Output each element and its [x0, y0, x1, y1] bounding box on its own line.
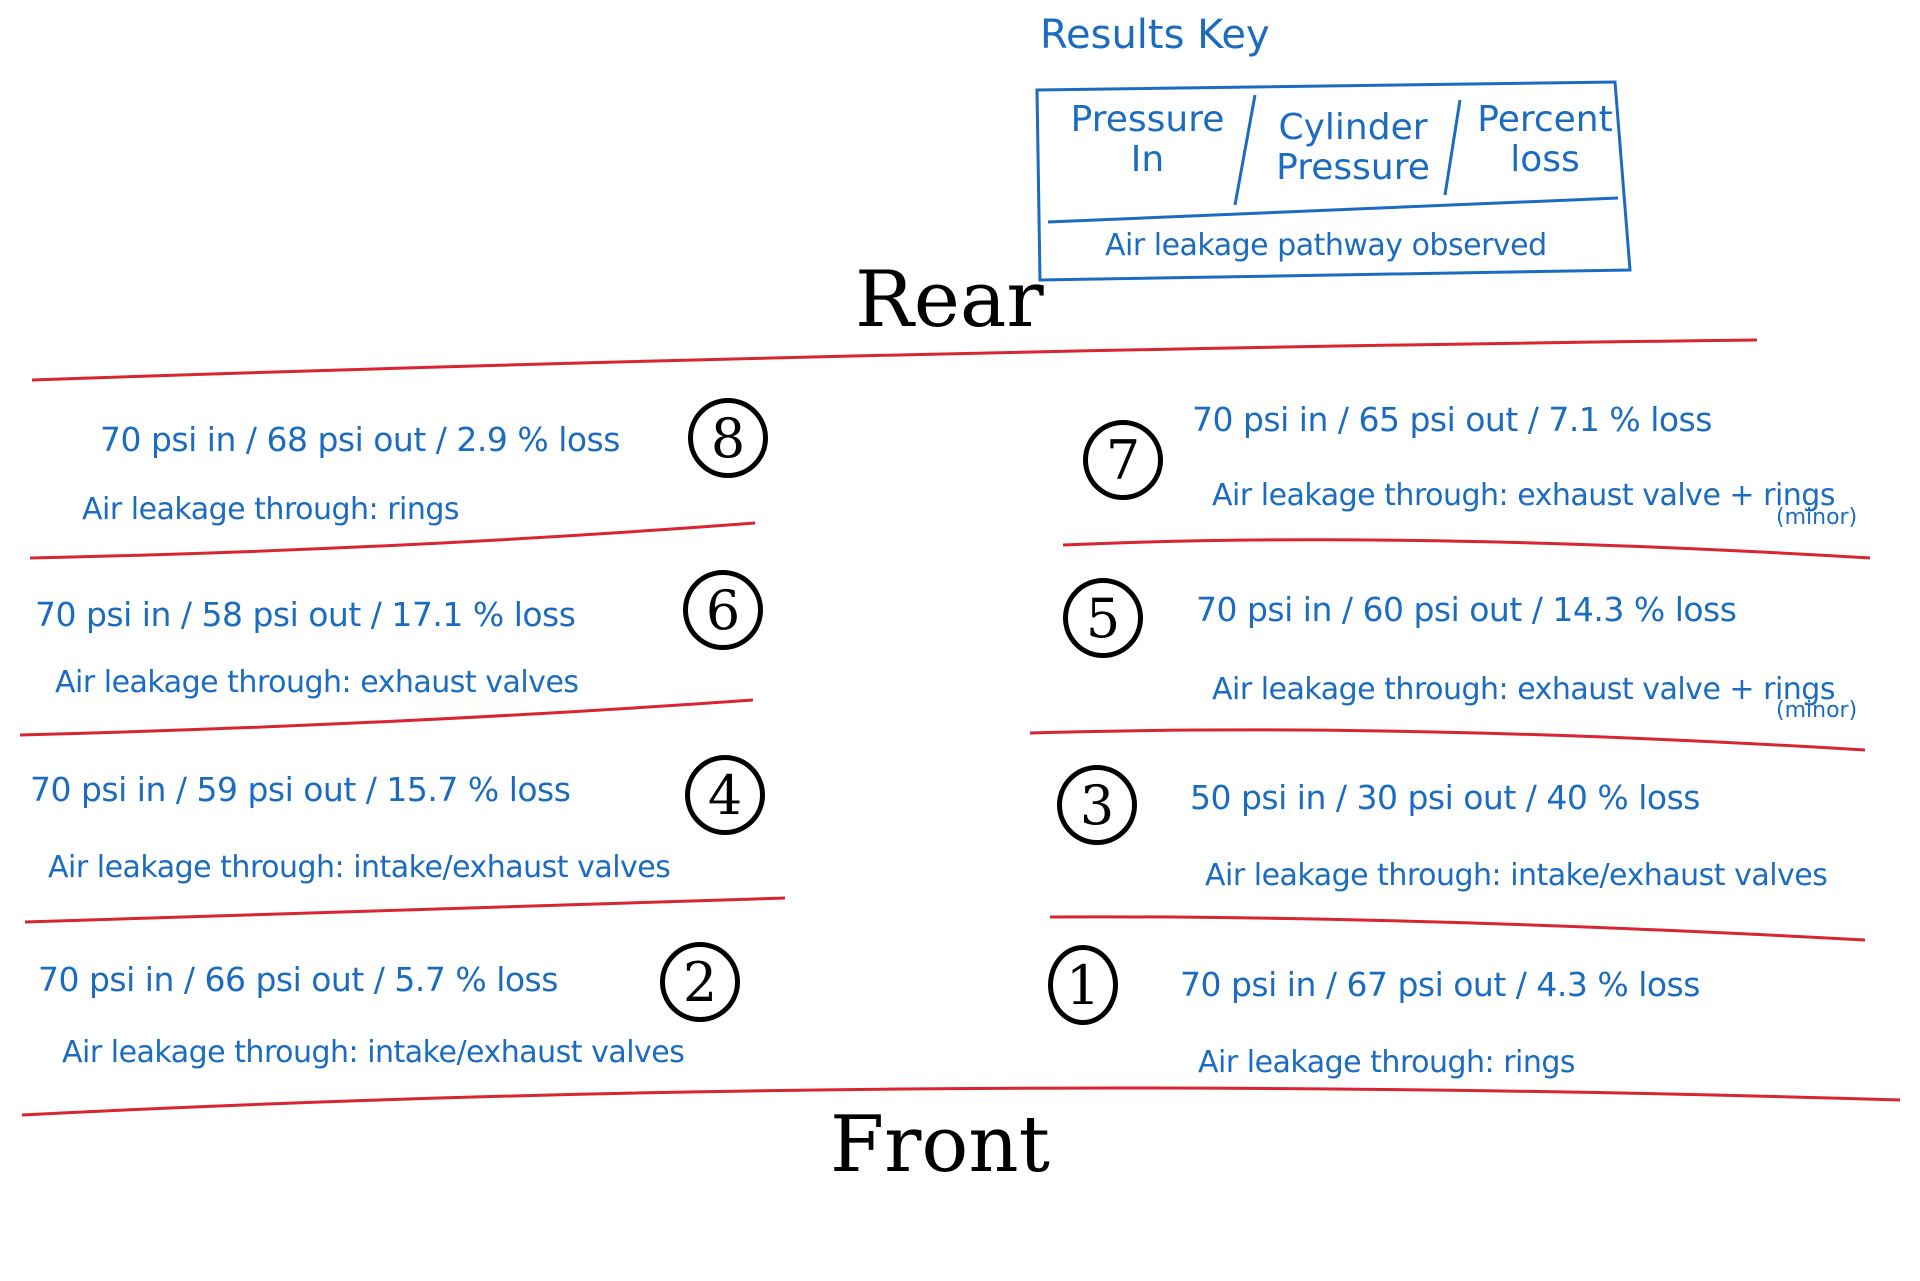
cylinder-3-reading: 50 psi in / 30 psi out / 40 % loss [1190, 778, 1700, 817]
key-cylinder-pressure: Cylinder Pressure [1276, 107, 1430, 188]
divider-8-6 [29, 521, 756, 560]
key-percent-loss: Percent loss [1477, 99, 1613, 180]
cylinder-7-leak: Air leakage through: exhaust valve + rin… [1212, 478, 1835, 513]
key-col-divider-1 [1233, 94, 1257, 206]
key-col-divider-2 [1443, 99, 1462, 196]
cylinder-4-reading: 70 psi in / 59 psi out / 15.7 % loss [30, 770, 571, 809]
key-box-outline [1035, 80, 1632, 282]
cylinder-5-number: 5 [1063, 578, 1143, 658]
front-label: Front [830, 1100, 1050, 1190]
cylinder-7-number: 7 [1083, 420, 1163, 500]
cylinder-6-leak: Air leakage through: exhaust valves [55, 665, 579, 700]
key-pressure-in: Pressure In [1070, 99, 1225, 180]
key-divider [1047, 196, 1619, 224]
cylinder-8-reading: 70 psi in / 68 psi out / 2.9 % loss [100, 420, 620, 459]
cylinder-7-minor-note: (minor) [1776, 505, 1858, 530]
cylinder-3-number: 3 [1057, 765, 1137, 845]
cylinder-8-number: 8 [688, 398, 768, 478]
cylinder-7-reading: 70 psi in / 65 psi out / 7.1 % loss [1192, 400, 1712, 439]
cylinder-6-reading: 70 psi in / 58 psi out / 17.1 % loss [35, 595, 576, 634]
cylinder-2-number: 2 [660, 942, 740, 1022]
rear-divider [31, 338, 1758, 382]
divider-7-5 [1062, 538, 1871, 560]
cylinder-4-leak: Air leakage through: intake/exhaust valv… [48, 850, 671, 885]
cylinder-4-number: 4 [685, 755, 765, 835]
divider-4-2 [24, 896, 786, 924]
cylinder-5-leak: Air leakage through: exhaust valve + rin… [1212, 672, 1835, 707]
divider-3-1 [1049, 915, 1866, 942]
cylinder-2-leak: Air leakage through: intake/exhaust valv… [62, 1035, 685, 1070]
cylinder-8-leak: Air leakage through: rings [82, 492, 460, 527]
cylinder-1-reading: 70 psi in / 67 psi out / 4.3 % loss [1180, 965, 1700, 1004]
front-divider [21, 1086, 1901, 1117]
divider-5-3 [1029, 728, 1866, 752]
results-key-title: Results Key [1040, 12, 1270, 58]
cylinder-2-reading: 70 psi in / 66 psi out / 5.7 % loss [38, 960, 558, 999]
rear-label: Rear [855, 255, 1044, 345]
key-air-leakage: Air leakage pathway observed [1105, 228, 1547, 263]
results-key-box [1035, 80, 1632, 282]
cylinder-6-number: 6 [683, 570, 763, 650]
cylinder-5-reading: 70 psi in / 60 psi out / 14.3 % loss [1196, 590, 1737, 629]
cylinder-1-leak: Air leakage through: rings [1198, 1045, 1576, 1080]
cylinder-5-minor-note: (minor) [1776, 698, 1858, 723]
cylinder-1-number: 1 [1048, 945, 1118, 1025]
divider-6-4 [19, 698, 754, 737]
cylinder-3-leak: Air leakage through: intake/exhaust valv… [1205, 858, 1828, 893]
